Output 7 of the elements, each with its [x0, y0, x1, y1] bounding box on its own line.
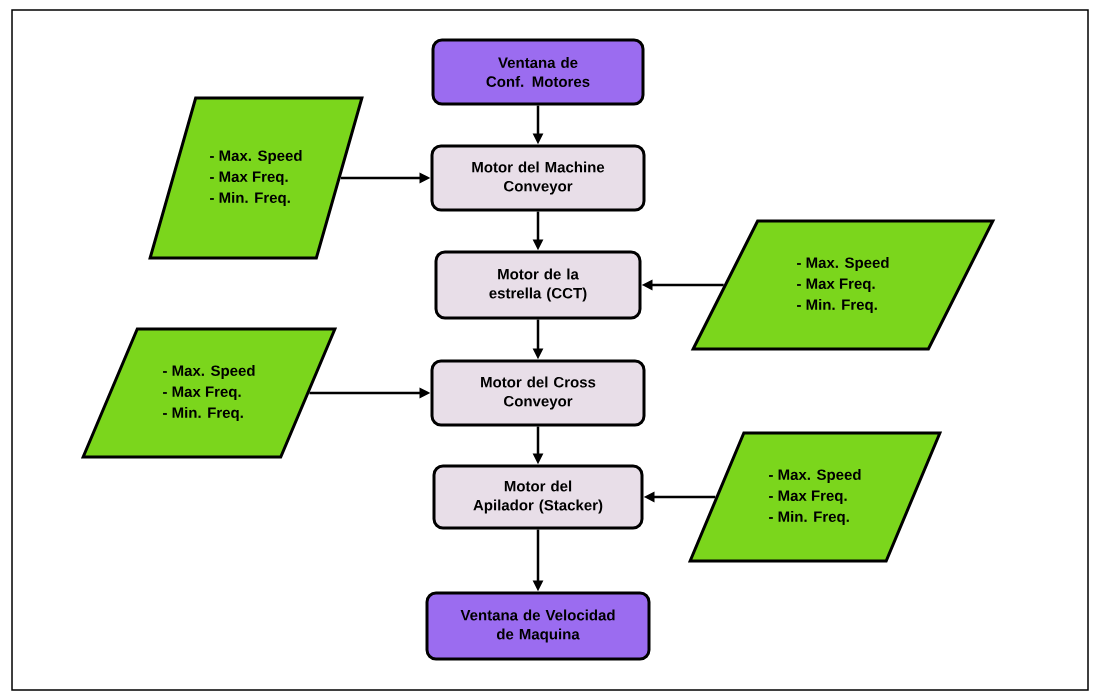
process-box: Motor del Apilador (Stacker)	[432, 464, 644, 530]
terminal-box: Ventana de Conf. Motores	[431, 38, 645, 106]
process-box: Motor del Cross Conveyor	[430, 359, 646, 427]
process-box: Motor de la estrella (CCT)	[434, 250, 642, 320]
terminal-box: Ventana de Velocidad de Maquina	[425, 591, 651, 661]
process-box: Motor del Machine Conveyor	[430, 144, 646, 212]
data-parallelogram: - Max. Speed - Max Freq. - Min. Freq.	[148, 96, 364, 260]
